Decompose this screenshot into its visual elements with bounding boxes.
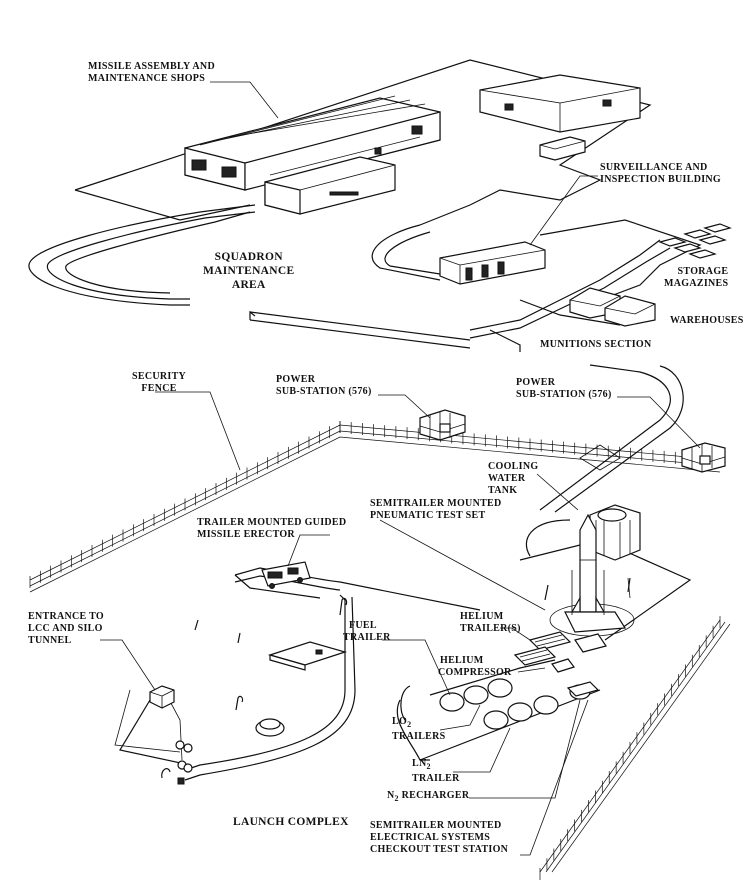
erector-line1: TRAILER MOUNTED GUIDED [197,517,347,528]
label-fuel-trailer: FUEL TRAILER [343,620,391,644]
power-left-line2: SUB-STATION (576) [276,386,372,397]
warehouses [569,287,656,327]
surveillance-line2: INSPECTION BUILDING [600,174,722,185]
security-line2: FENCE [141,383,177,394]
helium-trailer-line1: HELIUM [460,611,504,622]
label-missile-erector: TRAILER MOUNTED GUIDED MISSILE ERECTOR [197,517,346,541]
lox-ln2-trailers [439,678,559,730]
ln2-subscript: 2 [426,762,431,771]
maintenance-roads [28,204,671,352]
label-cooling-water-tank: COOLING WATER TANK [488,461,538,497]
cooling-line2: WATER [488,473,526,484]
n2-text: N [387,790,395,801]
squadron-line3: AREA [231,279,266,291]
ln2-line1: LN2 [412,758,460,773]
label-storage-magazines: STORAGE MAGAZINES [664,266,728,290]
storage-magazines [658,223,732,259]
label-power-substation-left: POWER SUB-STATION (576) [276,374,372,398]
ln2-line2: TRAILER [412,773,460,784]
label-electrical-checkout: SEMITRAILER MOUNTED ELECTRICAL SYSTEMS C… [370,820,508,856]
launch-complex-road [119,567,601,781]
vent-markers [194,577,631,711]
label-munitions-section: MUNITIONS SECTION [540,339,652,350]
missile [564,513,631,633]
surveillance-building [439,241,546,285]
small-shed [539,136,586,161]
label-warehouses: WAREHOUSES [670,315,744,326]
lo2-subscript: 2 [407,720,412,729]
fuel-line1: FUEL [349,620,377,631]
leader-lines [100,81,701,856]
electrical-line2: ELECTRICAL SYSTEMS [370,832,491,843]
security-line1: SECURITY [132,371,187,382]
erector-line2: MISSILE ERECTOR [197,529,295,540]
label-surveillance: SURVEILLANCE AND INSPECTION BUILDING [600,162,721,186]
label-n2-recharger: N2 RECHARGER [387,790,469,805]
surveillance-line1: SURVEILLANCE AND [600,162,708,173]
power-substation-left [419,409,466,441]
helium-trailers [513,631,607,666]
squadron-line2: MAINTENANCE [203,265,295,277]
helium-trailer-line2: TRAILER(S) [460,623,521,634]
label-security-fence: SECURITY FENCE [132,371,186,395]
storage-line1: STORAGE [677,266,729,277]
lo2-text: LO [392,716,408,727]
label-helium-trailers: HELIUM TRAILER(S) [460,611,521,635]
power-left-line1: POWER [276,374,316,385]
entrance-line2: LCC AND SILO [28,623,103,634]
helium-comp-line2: COMPRESSOR [438,667,512,678]
missile-assembly-line1: MISSILE ASSEMBLY AND [88,61,215,72]
label-lcc-entrance: ENTRANCE TO LCC AND SILO TUNNEL [28,611,104,647]
power-substation-right [681,442,726,473]
electrical-line1: SEMITRAILER MOUNTED [370,820,502,831]
helium-compressor [551,658,575,673]
power-right-line1: POWER [516,377,556,388]
electrical-line3: CHECKOUT TEST STATION [370,844,509,855]
pneumatic-line2: PNEUMATIC TEST SET [370,510,486,521]
fuel-line2: TRAILER [343,632,391,643]
maintenance-area-ground [74,59,702,301]
silo-cap [255,718,285,737]
cooling-line3: TANK [488,485,518,496]
top-right-building [479,74,641,133]
lo2-line2: TRAILERS [392,731,446,742]
fence-posts [29,421,721,880]
security-fence [29,424,731,873]
missile-assembly-shops [184,95,441,215]
squadron-line1: SQUADRON [214,251,283,263]
lo2-line1: LO2 [392,716,446,731]
label-launch-complex: LAUNCH COMPLEX [233,816,349,828]
cooling-line1: COOLING [488,461,539,472]
silo-doors [267,641,348,671]
entrance-line3: TUNNEL [28,635,72,646]
label-lo2-trailers: LO2 TRAILERS [392,716,446,743]
cooling-water-tank [589,504,641,561]
missile-erector [261,561,311,589]
tunnel-posts [161,740,193,785]
n2-subscript: 2 [394,794,399,803]
power-right-line2: SUB-STATION (576) [516,389,612,400]
label-missile-assembly: MISSILE ASSEMBLY AND MAINTENANCE SHOPS [88,61,215,85]
missile-assembly-line2: MAINTENANCE SHOPS [88,73,206,84]
label-power-substation-right: POWER SUB-STATION (576) [516,377,612,401]
lcc-entrance [149,685,175,709]
n2-recharger-text: RECHARGER [398,790,470,801]
access-road [539,364,684,513]
storage-line2: MAGAZINES [664,278,729,289]
ln2-text: LN [412,758,427,769]
label-ln2-trailer: LN2 TRAILER [412,758,460,785]
label-pneumatic-test-set: SEMITRAILER MOUNTED PNEUMATIC TEST SET [370,498,502,522]
n2-recharger [566,681,600,700]
pneumatic-line1: SEMITRAILER MOUNTED [370,498,502,509]
helium-comp-line1: HELIUM [440,655,484,666]
entrance-line1: ENTRANCE TO [28,611,105,622]
label-helium-compressor: HELIUM COMPRESSOR [438,655,512,679]
label-squadron-area: SQUADRON MAINTENANCE AREA [203,250,294,292]
